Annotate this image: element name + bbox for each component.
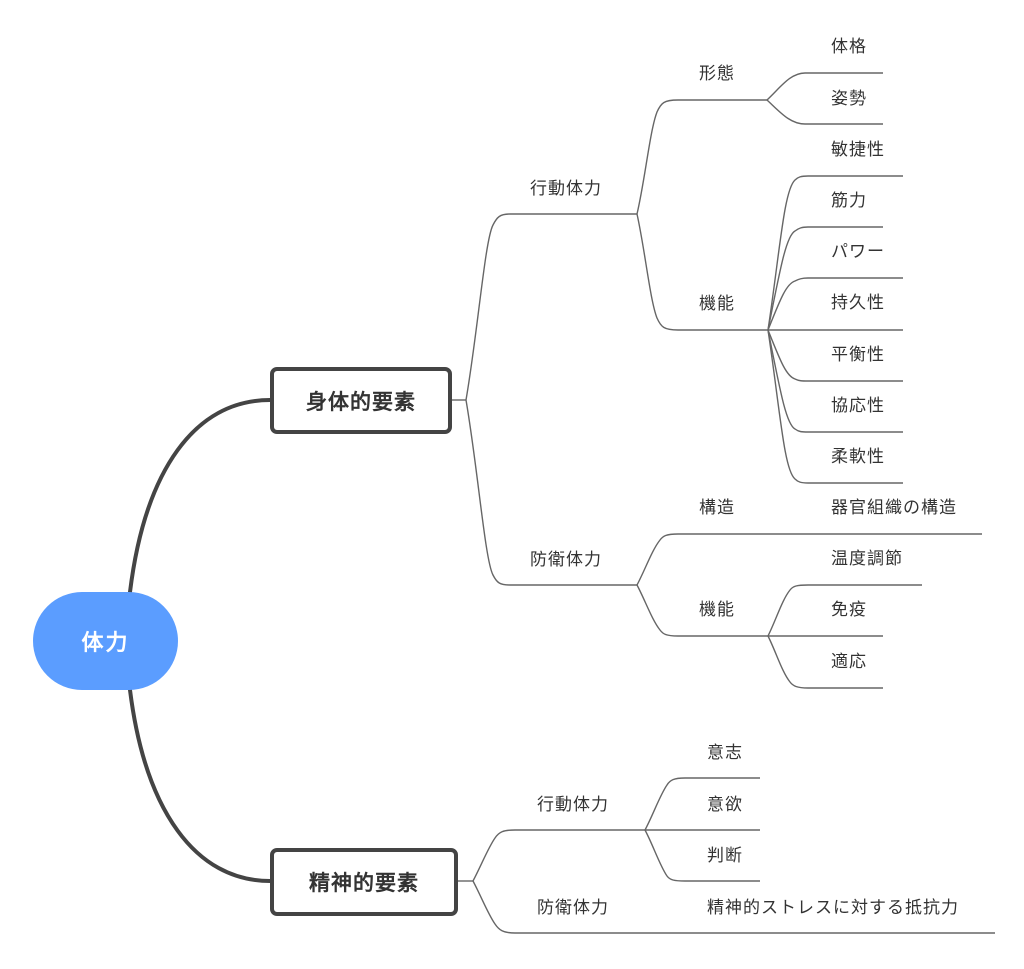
leaf-flexibility[interactable]: 柔軟性: [831, 447, 885, 467]
connector-form-posture: [766, 99, 883, 125]
topic-physical-action[interactable]: 行動体力: [530, 179, 602, 199]
connector-mental-action: [472, 829, 645, 882]
leaf-stress-resistance[interactable]: 精神的ストレスに対する抵抗力: [707, 898, 959, 918]
leaf-power[interactable]: パワー: [831, 242, 885, 262]
connector-maction-will: [644, 777, 760, 831]
leaf-physique[interactable]: 体格: [831, 37, 867, 57]
leaf-balance[interactable]: 平衡性: [831, 345, 885, 365]
leaf-coordination[interactable]: 協応性: [831, 396, 885, 416]
root-node[interactable]: 体力: [33, 592, 178, 690]
connector-defense-function: [636, 584, 768, 637]
branch-physical-label: 身体的要素: [306, 389, 416, 414]
connector-func-balance: [767, 329, 903, 382]
leaf-organ-structure[interactable]: 器官組織の構造: [831, 498, 957, 518]
connector-func-coordination: [767, 329, 903, 433]
leaf-judgment[interactable]: 判断: [707, 846, 743, 866]
topic-mental-defense[interactable]: 防衛体力: [537, 898, 609, 918]
connector-dfunc-adapt: [767, 635, 883, 689]
topic-mental-action[interactable]: 行動体力: [537, 795, 609, 815]
connector-physical-defense: [465, 399, 637, 586]
leaf-posture[interactable]: 姿勢: [831, 89, 867, 109]
leaf-will[interactable]: 意志: [707, 743, 743, 763]
root-label: 体力: [81, 631, 130, 656]
connector-form-physique: [766, 72, 883, 101]
topic-structure[interactable]: 構造: [699, 498, 735, 518]
leaf-agility[interactable]: 敏捷性: [831, 140, 885, 160]
leaf-thermoregulation[interactable]: 温度調節: [831, 549, 903, 569]
branch-mental-label: 精神的要素: [309, 871, 419, 895]
connector-action-function: [636, 213, 768, 331]
branch-mental[interactable]: 精神的要素: [270, 848, 458, 916]
connector-func-power: [767, 277, 903, 331]
connector-mental-defense: [472, 880, 995, 934]
connector-func-strength: [767, 226, 883, 331]
leaf-immunity[interactable]: 免疫: [831, 600, 867, 620]
topic-physical-defense[interactable]: 防衛体力: [530, 550, 602, 570]
connector-maction-judgment: [644, 829, 760, 882]
leaf-endurance[interactable]: 持久性: [831, 293, 885, 313]
branch-physical[interactable]: 身体的要素: [270, 367, 452, 434]
connector-root-mental: [128, 688, 272, 883]
connector-action-form: [636, 99, 767, 215]
connector-dfunc-thermo: [767, 584, 922, 637]
connector-func-agility: [767, 175, 903, 331]
leaf-adaptation[interactable]: 適応: [831, 652, 867, 672]
connector-func-flexibility: [767, 329, 903, 484]
leaf-motivation[interactable]: 意欲: [707, 795, 743, 815]
topic-form[interactable]: 形態: [699, 64, 735, 84]
topic-defense-function[interactable]: 機能: [699, 600, 735, 620]
connector-physical-action: [465, 213, 637, 401]
topic-function[interactable]: 機能: [699, 294, 735, 314]
leaf-strength[interactable]: 筋力: [831, 191, 867, 211]
connector-root-physical: [128, 398, 272, 594]
connector-defense-structure: [636, 533, 982, 586]
